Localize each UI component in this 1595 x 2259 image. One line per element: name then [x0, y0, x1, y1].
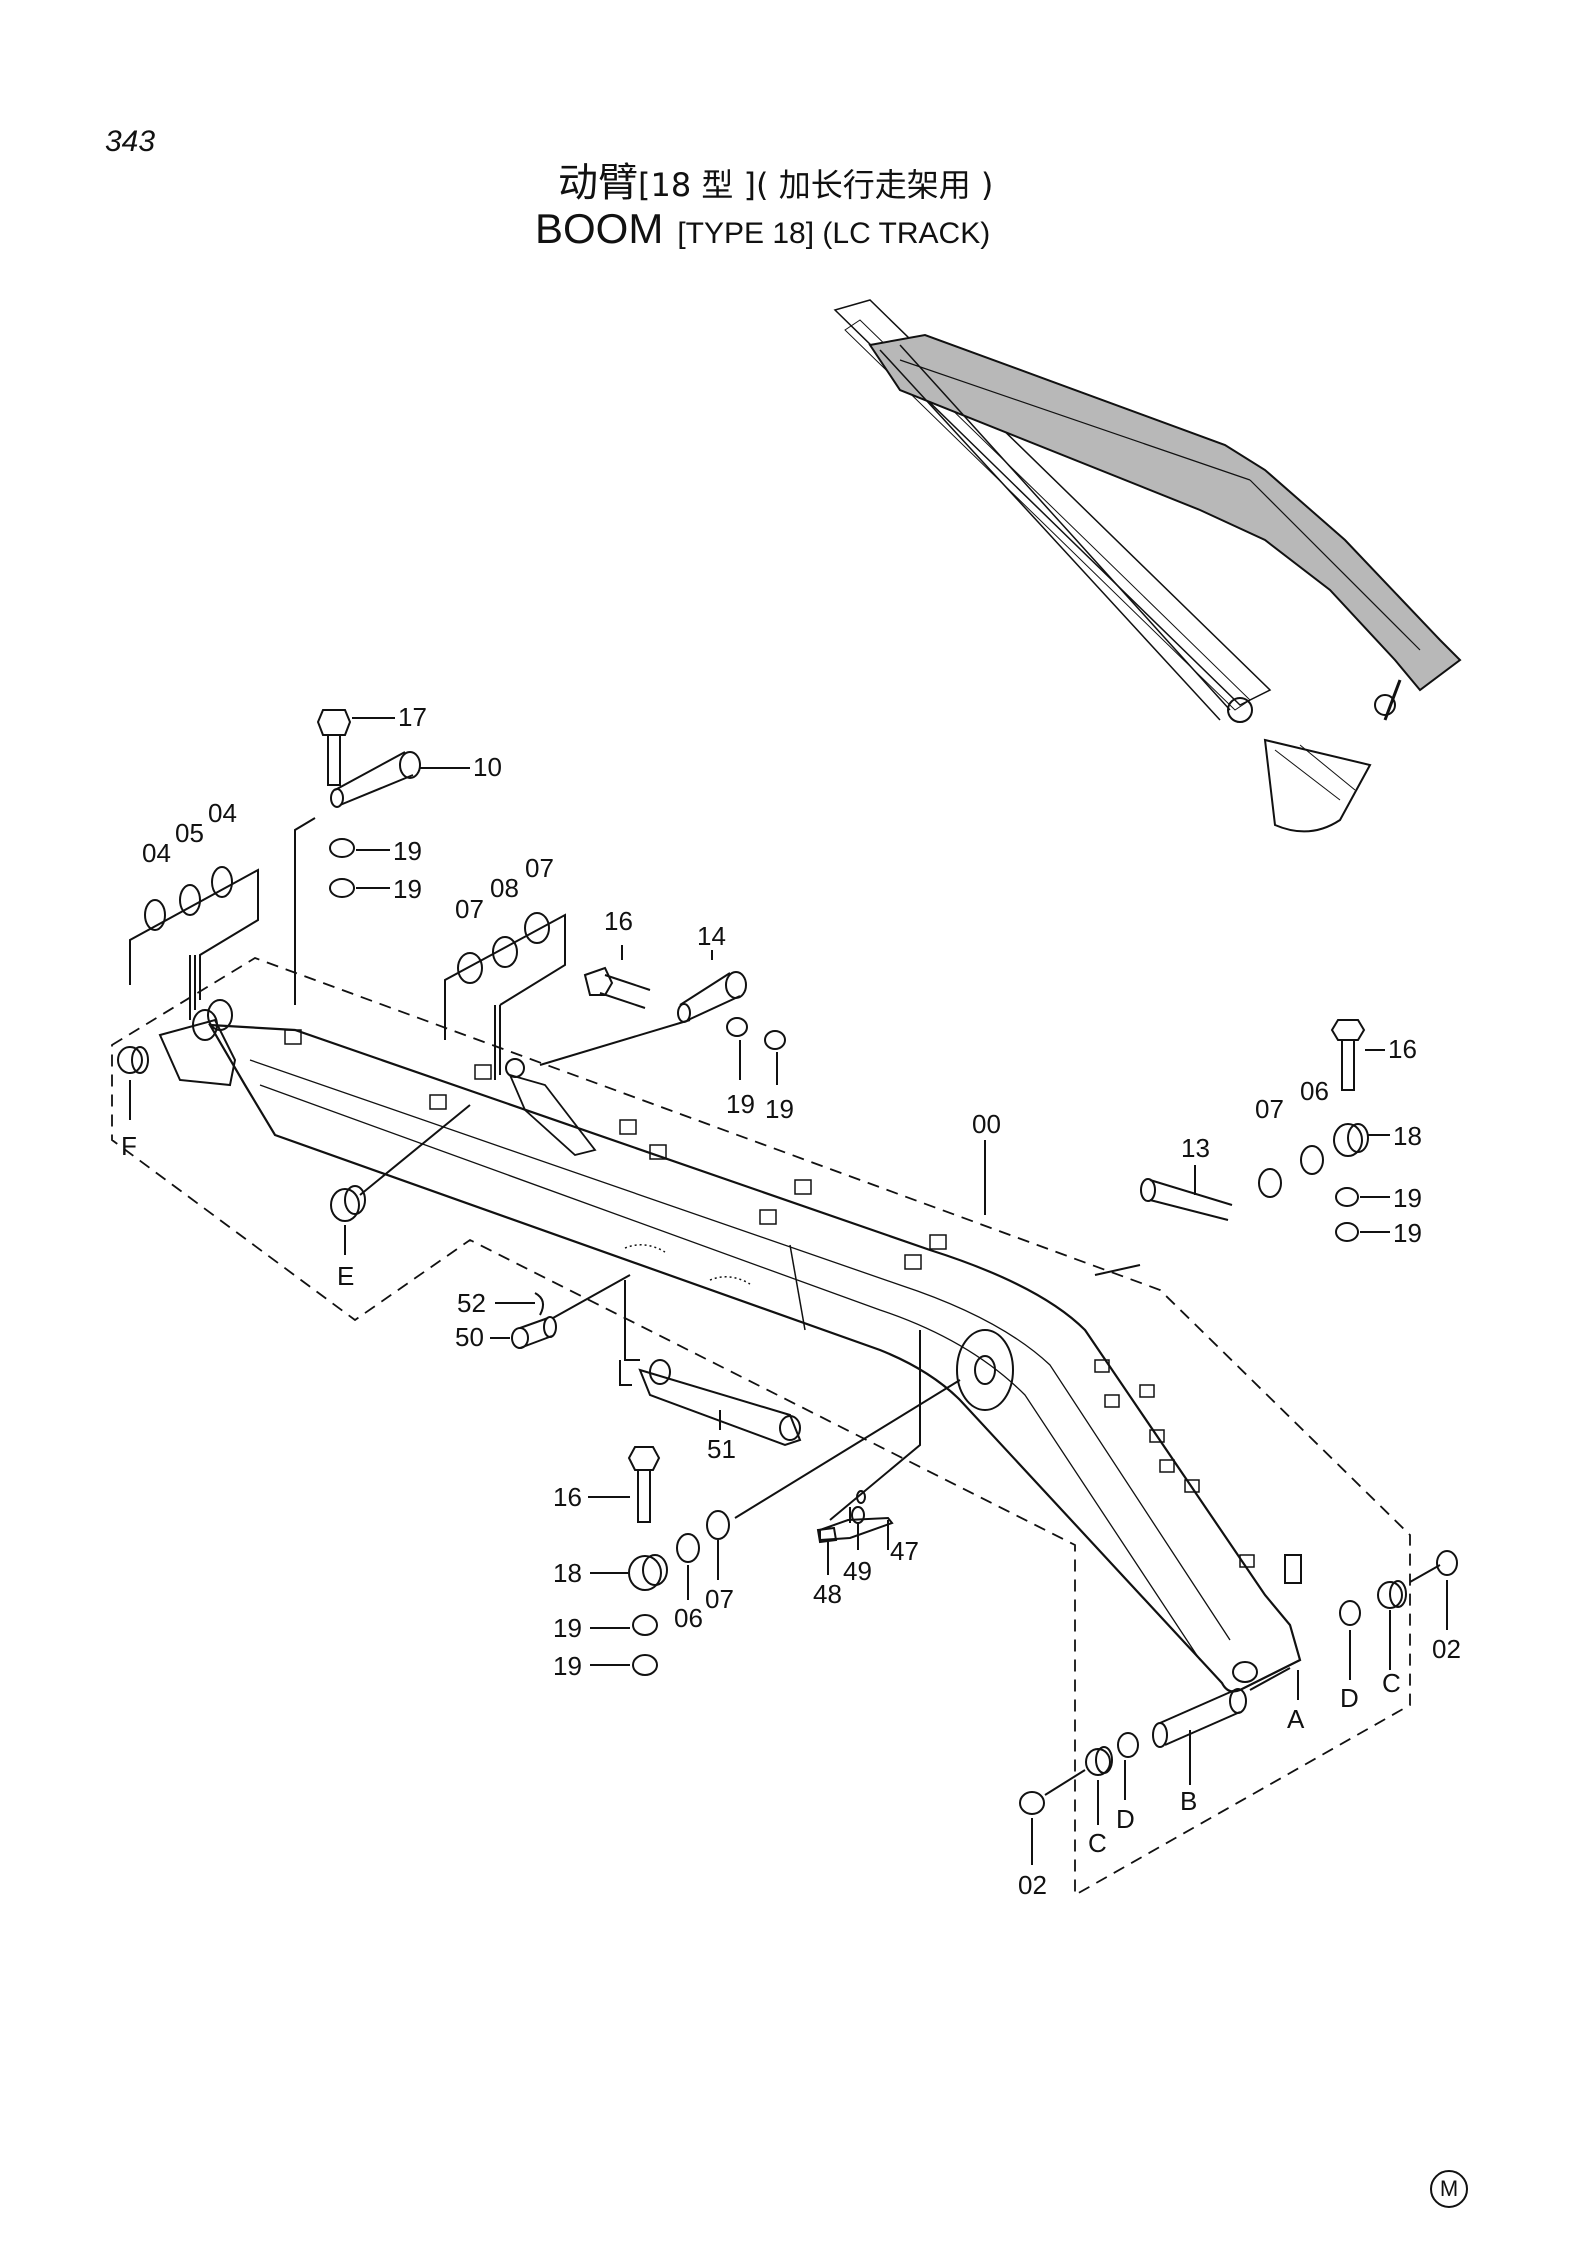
part-13-pin	[1094, 1165, 1233, 1276]
label-18: 18	[553, 1558, 582, 1588]
part-19-nuts-top	[329, 838, 390, 898]
label-52: 52	[457, 1288, 486, 1318]
label-19: 19	[765, 1094, 794, 1124]
label-06: 06	[1300, 1076, 1329, 1106]
assembly-dashed-outline	[111, 957, 1411, 1897]
label-02: 02	[1432, 1634, 1461, 1664]
label-D: D	[1340, 1683, 1359, 1713]
label-02: 02	[1018, 1870, 1047, 1900]
part-17-bolt	[316, 709, 395, 786]
label-19: 19	[1393, 1218, 1422, 1248]
part-04-05-washers	[129, 817, 316, 1020]
label-D: D	[1116, 1804, 1135, 1834]
label-16: 16	[553, 1482, 582, 1512]
part-10-pin	[330, 751, 470, 808]
label-50: 50	[455, 1322, 484, 1352]
label-A: A	[1287, 1704, 1305, 1734]
title-en-suffix: [TYPE 18] (LC TRACK)	[677, 217, 991, 250]
label-10: 10	[473, 752, 502, 782]
part-52-50-pin	[490, 1274, 631, 1349]
part-51-cylinder	[619, 1280, 802, 1447]
label-07: 07	[455, 894, 484, 924]
part-E-bushing	[330, 1104, 471, 1255]
title-cn-bracket: [18 型 ]( 加长行走架用 )	[638, 166, 994, 204]
part-16-bolt-right	[1330, 1019, 1385, 1091]
label-07: 07	[705, 1584, 734, 1614]
label-C: C	[1088, 1828, 1107, 1858]
part-07-06-18-right	[1258, 1123, 1390, 1242]
part-16-18-19-bottom-left	[588, 1379, 961, 1676]
dotted-lines-decoration	[624, 1244, 751, 1285]
label-05: 05	[175, 818, 204, 848]
label-07: 07	[1255, 1094, 1284, 1124]
part-F-bushing	[117, 1046, 149, 1120]
label-16: 16	[1388, 1034, 1417, 1064]
label-07: 07	[525, 853, 554, 883]
label-17: 17	[398, 702, 427, 732]
part-47-48-49	[816, 1330, 921, 1575]
label-47: 47	[890, 1536, 919, 1566]
label-F: F	[121, 1131, 137, 1161]
label-13: 13	[1181, 1133, 1210, 1163]
label-16: 16	[604, 906, 633, 936]
title-cn-main: 动臂	[558, 160, 638, 206]
title-chinese: 动臂[18 型 ]( 加长行走架用 )	[558, 150, 993, 208]
part-16-bolt-top	[583, 945, 651, 1009]
label-19: 19	[726, 1089, 755, 1119]
label-19: 19	[393, 874, 422, 904]
overview-illustration	[833, 299, 1462, 833]
label-18: 18	[1393, 1121, 1422, 1151]
manufacturer-mark: M	[1430, 2170, 1468, 2208]
label-49: 49	[843, 1556, 872, 1586]
page-number: 343	[105, 125, 156, 158]
leader-line-14	[539, 1019, 691, 1066]
label-00: 00	[972, 1109, 1001, 1139]
part-A-B-C-D-02	[1019, 1550, 1458, 1865]
label-04: 04	[142, 838, 171, 868]
label-04: 04	[208, 798, 237, 828]
label-08: 08	[490, 873, 519, 903]
part-19-nuts-mid	[726, 1017, 786, 1085]
label-48: 48	[813, 1579, 842, 1609]
label-C: C	[1382, 1668, 1401, 1698]
title-en-main: BOOM	[535, 205, 664, 252]
label-51: 51	[707, 1434, 736, 1464]
title-english: BOOM [TYPE 18] (LC TRACK)	[535, 205, 990, 253]
label-19: 19	[393, 836, 422, 866]
label-19: 19	[1393, 1183, 1422, 1213]
label-E: E	[337, 1261, 354, 1291]
part-labels: 17 10 04 05 04 19 19 07 08 07 16 14 19 1…	[121, 702, 1461, 1900]
label-14: 14	[697, 921, 726, 951]
part-07-08-washers	[444, 912, 566, 1080]
label-06: 06	[674, 1603, 703, 1633]
label-19: 19	[553, 1651, 582, 1681]
boom-body	[158, 999, 1302, 1693]
part-14-pin	[677, 950, 747, 1023]
label-B: B	[1180, 1786, 1197, 1816]
label-19: 19	[553, 1613, 582, 1643]
